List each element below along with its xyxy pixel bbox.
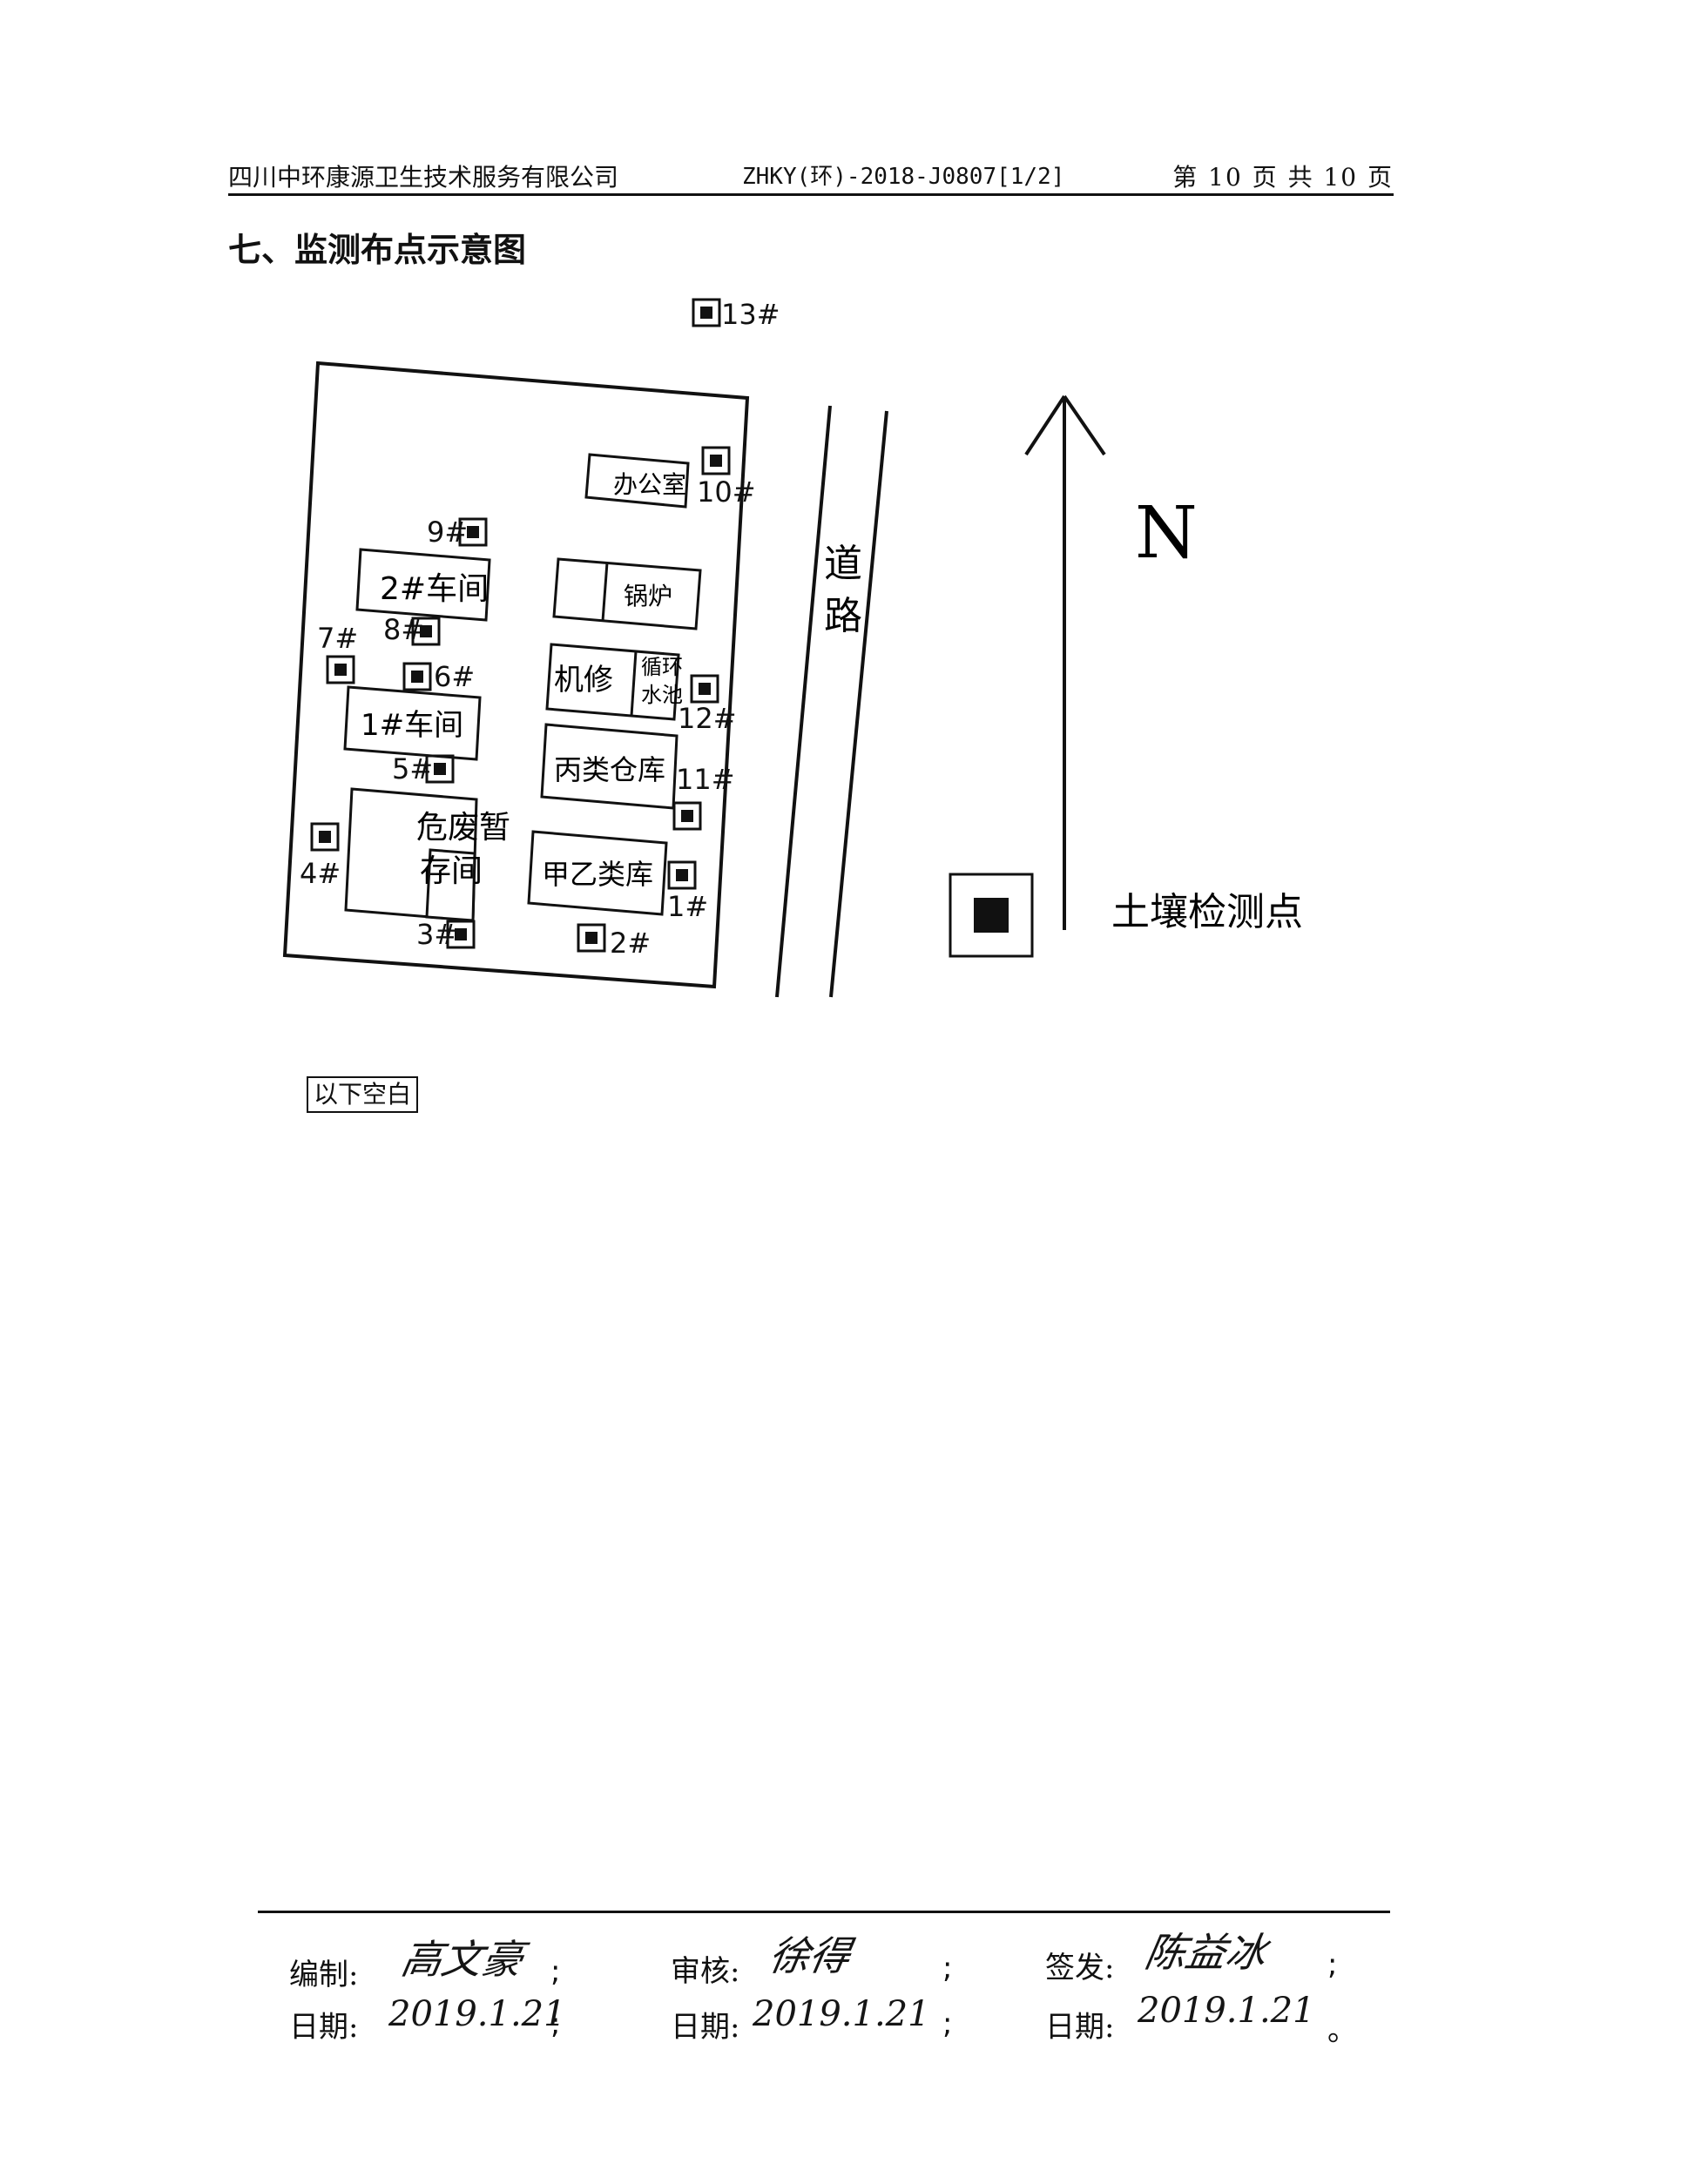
legend-marker-inner: [974, 898, 1009, 933]
compiled-semicolon: ;: [550, 1954, 561, 1989]
point-marker-2: [577, 923, 606, 953]
legend-label: 土壤检测点: [1111, 890, 1303, 934]
compiled-date-semicolon: ;: [550, 2006, 561, 2041]
svg-text:危废暂: 危废暂: [416, 810, 510, 846]
compiled-date: 2019.1.21: [388, 1994, 566, 2034]
issued-semicolon: ;: [1327, 1947, 1338, 1982]
building-office: 办公室: [584, 453, 690, 509]
svg-text:循环: 循环: [641, 655, 683, 679]
svg-text:1#车间: 1#车间: [361, 708, 463, 743]
report-code: ZHKY(环)-2018-J0807[1/2]: [742, 164, 1065, 190]
point-label-12: 12#: [678, 702, 737, 735]
building-warehouse-c: 丙类仓库: [540, 723, 679, 810]
point-marker-1: [667, 860, 697, 890]
road-line-right: [829, 410, 888, 998]
page-header: 四川中环康源卫生技术服务有限公司 ZHKY(环)-2018-J0807[1/2]…: [228, 155, 1394, 196]
point-label-13: 13#: [721, 298, 780, 331]
svg-text:存间: 存间: [420, 853, 483, 889]
monitoring-site-diagram: 道 路 N 办公室 锅炉 2#车间 机修 循环 水池 1#车间 丙类仓库 危废暂: [282, 298, 1303, 998]
building-hazardous-storage: 危废暂 存间: [344, 787, 510, 922]
point-marker-11: [672, 801, 702, 831]
svg-text:锅炉: 锅炉: [624, 582, 672, 610]
point-label-10: 10#: [697, 475, 756, 509]
issued-date-label: 日期:: [1045, 2010, 1115, 2045]
building-repair: 机修 循环 水池: [545, 643, 683, 721]
reviewed-semicolon: ;: [942, 1951, 953, 1985]
footer-rule: [258, 1911, 1390, 1913]
point-label-7: 7#: [317, 622, 358, 655]
point-marker-6: [402, 662, 432, 691]
reviewed-date-semicolon: ;: [942, 2006, 953, 2041]
point-marker-5: [425, 754, 455, 784]
reviewed-date-label: 日期:: [671, 2010, 740, 2045]
reviewed-label: 审核:: [671, 1954, 740, 1989]
building-warehouse-ab: 甲乙类库: [527, 830, 668, 916]
compiled-signature: 高文豪: [397, 1936, 527, 1983]
point-marker-13: [692, 298, 721, 327]
point-marker-8: [411, 617, 441, 646]
point-marker-7: [326, 655, 355, 684]
issued-date: 2019.1.21: [1138, 1991, 1315, 2031]
road-line-left: [775, 405, 832, 998]
company-name: 四川中环康源卫生技术服务有限公司: [228, 163, 619, 192]
point-label-2: 2#: [610, 927, 651, 960]
site-boundary: [282, 361, 750, 989]
blank-below-note: 以下空白: [307, 1076, 419, 1113]
section-title: 七、监测布点示意图: [228, 230, 527, 269]
point-label-9: 9#: [427, 516, 468, 549]
compiled-label: 编制:: [289, 1958, 359, 1992]
road-label-2: 路: [824, 594, 862, 638]
issued-date-period: 。: [1327, 2013, 1357, 2048]
compiled-date-label: 日期:: [289, 2010, 359, 2045]
point-label-11: 11#: [676, 763, 735, 796]
building-workshop2: 2#车间: [355, 548, 491, 622]
point-label-1: 1#: [667, 890, 708, 923]
point-label-4: 4#: [300, 857, 341, 890]
point-marker-3: [446, 920, 476, 949]
point-marker-4: [310, 822, 340, 852]
north-label: N: [1135, 492, 1198, 575]
legend-marker-outer: [949, 873, 1034, 958]
svg-text:办公室: 办公室: [613, 470, 686, 499]
legend: 土壤检测点: [949, 873, 1303, 958]
svg-text:机修: 机修: [554, 663, 613, 698]
building-workshop1: 1#车间: [343, 685, 482, 761]
point-label-3: 3#: [416, 918, 457, 951]
issued-label: 签发:: [1045, 1951, 1115, 1985]
svg-text:水池: 水池: [641, 683, 683, 707]
issued-signature: 陈益冰: [1141, 1929, 1271, 1976]
svg-text:甲乙类库: 甲乙类库: [542, 858, 653, 891]
point-marker-12: [690, 674, 719, 704]
building-boiler: 锅炉: [552, 557, 702, 630]
point-label-5: 5#: [392, 752, 433, 785]
point-marker-10: [701, 446, 731, 475]
point-label-6: 6#: [434, 660, 475, 693]
page-number: 第 10 页 共 10 页: [1172, 163, 1394, 192]
reviewed-signature: 徐得: [765, 1932, 854, 1979]
north-arrow-icon: [1024, 394, 1106, 930]
point-label-8: 8#: [383, 613, 424, 646]
road-label-1: 道: [824, 542, 862, 586]
point-marker-9: [458, 517, 488, 547]
svg-text:2#车间: 2#车间: [380, 571, 489, 607]
svg-text:丙类仓库: 丙类仓库: [554, 753, 665, 786]
reviewed-date: 2019.1.21: [753, 1994, 930, 2034]
